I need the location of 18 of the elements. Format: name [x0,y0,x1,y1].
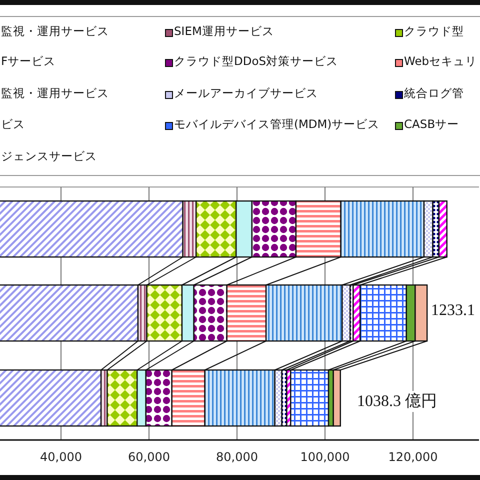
legend-label: ジェンスサービス [1,149,97,164]
legend-label: クラウド型 [404,24,464,39]
legend-label: メールアーカイブサービス [174,86,318,101]
legend-label: 統合ログ管 [404,86,464,101]
legend-label: 監視・運用サービス [1,86,109,101]
tick-label: 60,000 [128,450,170,464]
legend-label: CASBサー [404,117,460,132]
tick-label: 80,000 [216,450,258,464]
tick-label: 100,000 [300,450,350,464]
legend-label: Fサービス [1,54,56,69]
tick-label: 120,000 [388,450,438,464]
legend-label: 監視・運用サービス [1,24,109,39]
tick-label: 40,000 [40,450,82,464]
legend-label: Webセキュリ [404,54,478,69]
legend-label: クラウド型DDoS対策サービス [174,54,338,69]
legend-label: モバイルデバイス管理(MDM)サービス [174,117,380,132]
legend-label: ビス [1,117,25,132]
legend-label: SIEM運用サービス [174,24,274,39]
